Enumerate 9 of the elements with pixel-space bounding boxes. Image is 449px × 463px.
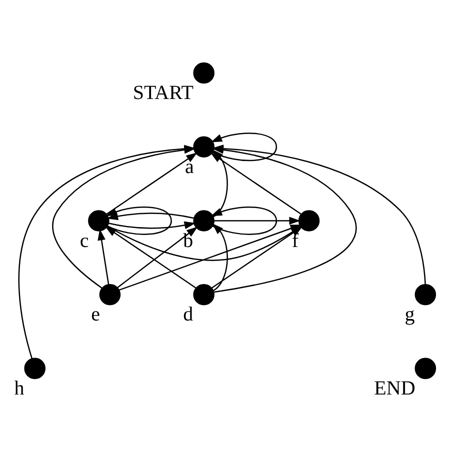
node-label: h <box>14 376 24 399</box>
node-label: d <box>183 303 194 326</box>
node-label: END <box>374 376 416 399</box>
node-label: e <box>91 303 100 326</box>
node-label: b <box>183 229 194 252</box>
node-label: c <box>80 229 89 252</box>
node-label: a <box>185 155 194 178</box>
node-label: g <box>404 303 415 326</box>
node-label: START <box>132 82 194 104</box>
